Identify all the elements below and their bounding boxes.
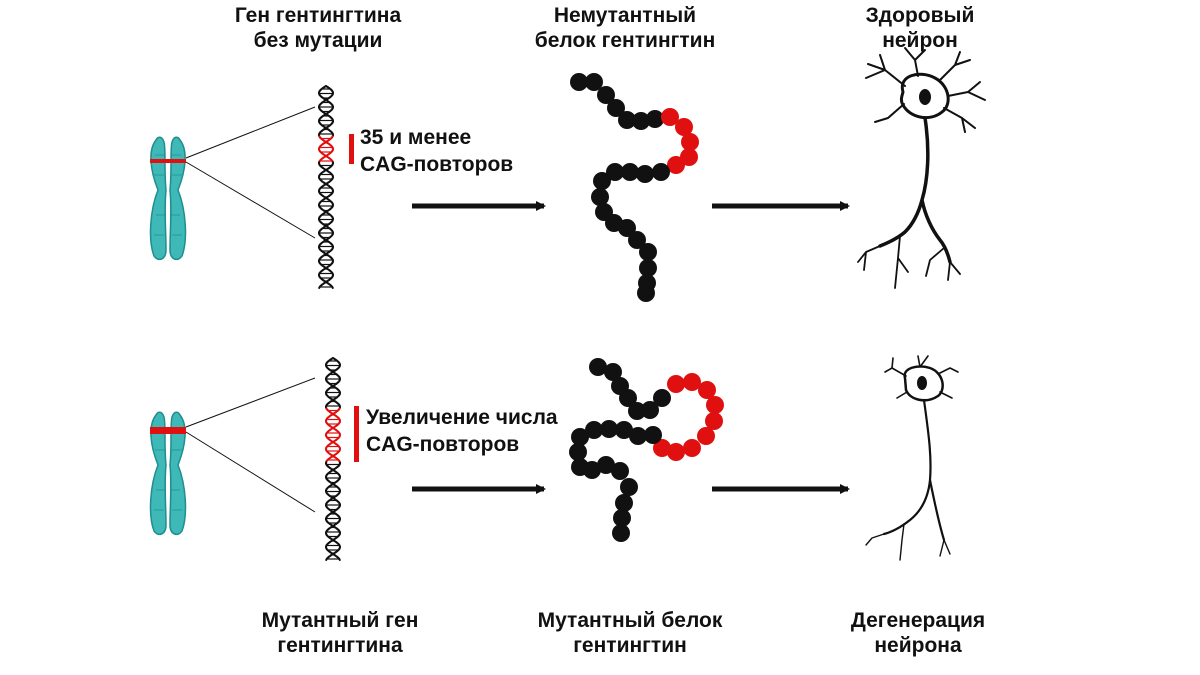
nucleus — [917, 376, 927, 390]
amino-acid-bead — [644, 426, 662, 444]
polyglutamine-bead — [698, 381, 716, 399]
protein-mutant — [569, 358, 724, 542]
amino-acid-bead — [620, 478, 638, 496]
amino-acid-bead — [606, 163, 624, 181]
mutant-protein-label: Мутантный белок гентингтин — [537, 609, 723, 657]
normal-repeats-label: 35 и менее CAG-повторов — [360, 126, 514, 176]
polyglutamine-bead — [683, 373, 701, 391]
amino-acid-bead — [612, 524, 630, 542]
amino-acid-bead — [629, 427, 647, 445]
amino-acid-bead — [569, 443, 587, 461]
neuron-healthy — [857, 47, 986, 289]
amino-acid-bead — [591, 188, 609, 206]
zoom-line-bottom — [185, 431, 316, 513]
dna-normal — [318, 85, 334, 289]
polyglutamine-bead — [675, 118, 693, 136]
amino-acid-bead — [639, 259, 657, 277]
amino-acid-bead — [636, 165, 654, 183]
polyglutamine-bead — [661, 108, 679, 126]
amino-acid-bead — [646, 110, 664, 128]
normal-protein-label: Немутантный белок гентингтин — [534, 4, 716, 52]
amino-acid-bead — [607, 99, 625, 117]
polyglutamine-bead — [653, 439, 671, 457]
amino-acid-bead — [615, 421, 633, 439]
chromosome-normal — [149, 136, 187, 261]
amino-acid-bead — [652, 163, 670, 181]
dna-mutant — [325, 357, 341, 561]
amino-acid-bead — [585, 73, 603, 91]
amino-acid-bead — [597, 86, 615, 104]
amino-acid-bead — [570, 73, 588, 91]
amino-acid-bead — [611, 462, 629, 480]
amino-acid-bead — [593, 172, 611, 190]
polyglutamine-bead — [667, 443, 685, 461]
polyglutamine-bead — [667, 375, 685, 393]
gene-locus-marker — [150, 159, 186, 163]
amino-acid-bead — [639, 243, 657, 261]
dna-strand-segment — [331, 285, 334, 289]
polyglutamine-bead — [706, 396, 724, 414]
amino-acid-bead — [628, 402, 646, 420]
amino-acid-bead — [641, 401, 659, 419]
protein-normal — [570, 73, 699, 302]
nucleus — [919, 89, 931, 105]
amino-acid-bead — [621, 163, 639, 181]
amino-acid-bead — [653, 389, 671, 407]
amino-acid-bead — [632, 112, 650, 130]
amino-acid-bead — [618, 111, 636, 129]
amino-acid-bead — [615, 494, 633, 512]
dna-strand-segment — [338, 557, 341, 561]
gene-locus-marker-expanded — [150, 427, 186, 434]
amino-acid-bead — [604, 363, 622, 381]
normal-gene-label: Ген гентингтина без мутации — [234, 4, 402, 52]
amino-acid-bead — [589, 358, 607, 376]
polyglutamine-bead — [667, 156, 685, 174]
polyglutamine-bead — [680, 148, 698, 166]
amino-acid-bead — [618, 219, 636, 237]
repeat-bracket-mutant — [354, 406, 359, 462]
mutant-repeats-label: Увеличение числа CAG-повторов — [366, 406, 558, 456]
chromosome-mutant — [149, 411, 187, 536]
amino-acid-bead — [619, 389, 637, 407]
polyglutamine-bead — [683, 439, 701, 457]
zoom-line-bottom — [185, 161, 316, 239]
polyglutamine-bead — [681, 133, 699, 151]
zoom-line-top — [185, 106, 316, 159]
amino-acid-bead — [628, 231, 646, 249]
chromosome-bands — [154, 154, 182, 236]
healthy-neuron-label: Здоровый нейрон — [865, 4, 975, 52]
mutant-gene-label: Мутантный ген гентингтина — [261, 609, 419, 657]
neuron-degenerating — [865, 355, 959, 561]
amino-acid-bead — [571, 428, 589, 446]
chromosome-bands — [154, 449, 182, 511]
degenerating-neuron-label: Дегенерация нейрона — [850, 609, 986, 657]
polyglutamine-bead — [705, 412, 723, 430]
repeat-bracket-normal — [349, 134, 354, 164]
amino-acid-bead — [600, 420, 618, 438]
zoom-line-top — [185, 377, 316, 428]
dna-strand-segment — [318, 285, 321, 289]
amino-acid-bead — [597, 456, 615, 474]
amino-acid-bead — [583, 461, 601, 479]
dna-strand-segment — [325, 557, 328, 561]
amino-acid-bead — [585, 421, 603, 439]
polyglutamine-bead — [697, 427, 715, 445]
amino-acid-bead — [637, 284, 655, 302]
amino-acid-bead — [613, 509, 631, 527]
